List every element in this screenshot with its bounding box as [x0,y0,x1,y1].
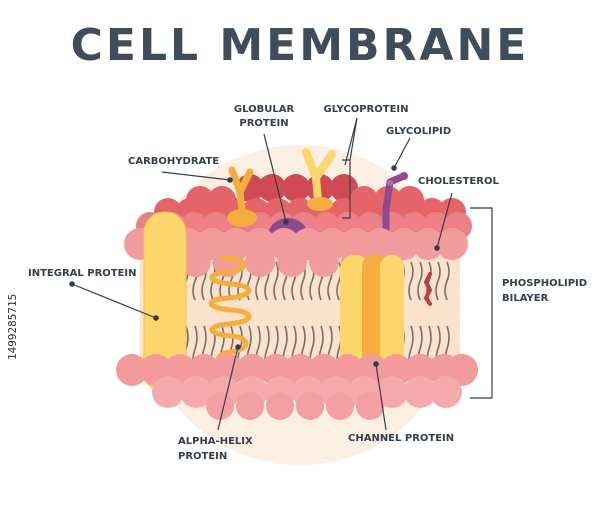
phospholipid-head [436,228,468,260]
phospholipid-heads-bottom [116,354,478,420]
phospholipid-head [152,376,184,408]
leader-lines [69,117,493,431]
phospholipid-head [277,247,307,277]
glycoprotein-icon [302,148,336,211]
alpha-helix-protein-icon [208,255,252,373]
lipid-tail [273,261,279,301]
phospholipid-head [412,228,444,260]
labels: GLOBULAR PROTEIN GLYCOPROTEIN GLYCOLIPID… [28,104,587,462]
label-carbohydrate: CARBOHYDRATE [128,156,219,167]
phospholipid-head [236,354,268,386]
label-phospholipid-bilayer-line1: PHOSPHOLIPID [502,278,587,289]
label-integral-protein: INTEGRAL PROTEIN [28,268,137,279]
lipid-tail [435,261,441,301]
phospholipid-head [296,392,324,420]
label-globular-protein-line2: PROTEIN [239,118,288,129]
phospholipid-head [245,247,275,277]
phospholipid-head [206,392,234,420]
label-glycolipid: GLYCOLIPID [386,126,451,137]
phospholipid-head [116,354,148,386]
side-id-text: 1499285715 [6,293,19,360]
phospholipid-head [282,174,310,202]
label-globular-protein-line1: GLOBULAR [234,104,295,115]
carbohydrate-icon [227,166,257,227]
phospholipid-head [236,392,264,420]
phospholipid-head [376,376,408,408]
lipid-tail [417,261,423,301]
label-phospholipid-bilayer-line2: BILAYER [502,293,549,304]
label-cholesterol: CHOLESTEROL [418,176,499,187]
phospholipid-head [309,247,339,277]
glycolipid-icon [382,172,408,236]
phospholipid-head [326,392,354,420]
phospholipid-head [430,376,462,408]
phospholipid-head [258,174,286,202]
phospholipid-head [266,392,294,420]
cholesterol-icon [423,272,433,306]
phospholipid-head [180,376,212,408]
phospholipid-head [356,392,384,420]
phospholipid-head [404,354,436,386]
label-alpha-helix-protein-line2: PROTEIN [178,451,227,462]
phospholipid-head [181,247,211,277]
lipid-tail [408,261,414,301]
phospholipid-head [404,376,436,408]
label-channel-protein: CHANNEL PROTEIN [348,433,454,444]
page-title: CELL MEMBRANE [70,20,530,71]
label-alpha-helix-protein-line1: ALPHA-HELIX [178,436,253,447]
lipid-tail [444,261,450,301]
phospholipid-head [446,354,478,386]
label-glycoprotein: GLYCOPROTEIN [323,104,408,115]
